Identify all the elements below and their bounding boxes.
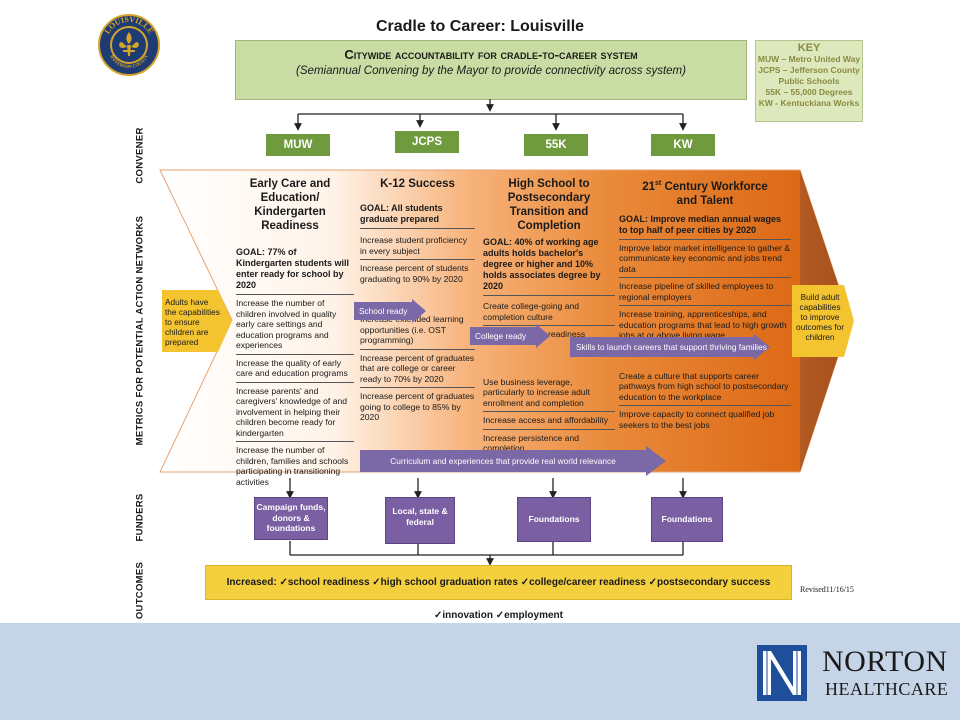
divider xyxy=(236,441,354,442)
footer-band: NORTON HEALTHCARE xyxy=(0,623,960,720)
metric-item: Improve capacity to connect qualified jo… xyxy=(619,409,775,430)
key-entry: MUW – Metro United Way xyxy=(757,54,861,64)
left-callout-text: Adults have the capabilities to ensure c… xyxy=(165,297,220,347)
metric-item: Increase percent of students graduating … xyxy=(360,263,469,284)
heading-part: and Talent xyxy=(676,194,734,207)
left-callout: Adults have the capabilities to ensure c… xyxy=(162,290,232,352)
page-title: Cradle to Career: Louisville xyxy=(375,18,585,35)
divider xyxy=(236,381,354,383)
column-heading: 21st Century Workforce and Talent xyxy=(619,177,791,208)
metric-item: Increase percent of graduates that are c… xyxy=(360,352,475,384)
funder-box: Local, state & federal xyxy=(385,497,455,544)
arrow-label: Skills to launch careers that support th… xyxy=(576,342,767,352)
right-callout: Build adult capabilities to improve outc… xyxy=(792,285,854,357)
metric-item: Increase the number of children, familie… xyxy=(236,445,349,487)
arrow-label: School ready xyxy=(359,306,408,316)
key-entry: Public Schools xyxy=(778,76,840,86)
heading-part: 21 xyxy=(642,180,656,193)
funder-box: Foundations xyxy=(651,497,723,542)
convener-muw: MUW xyxy=(266,134,330,156)
metric-item: Increase student proficiency in every su… xyxy=(360,235,468,256)
column-goal: GOAL: All students graduate prepared xyxy=(360,203,443,224)
skills-arrow: Skills to launch careers that support th… xyxy=(570,334,770,360)
metric-item: Use business leverage, particularly to i… xyxy=(483,376,590,408)
key-title: KEY xyxy=(797,42,821,54)
heading-part: Century Workforce xyxy=(661,180,768,193)
accountability-subheading: (Semiannual Convening by the Mayor to pr… xyxy=(296,65,686,77)
metric-item: Increase access and affordability xyxy=(483,415,608,425)
key-entry: 55K – 55,000 Degrees xyxy=(765,87,853,97)
column-goal: GOAL: Improve median annual wages to top… xyxy=(619,213,782,235)
outcomes-bar: Increased: ✓school readiness ✓high schoo… xyxy=(205,565,792,621)
funder-box: Foundations xyxy=(517,497,591,542)
funder-box: Campaign funds, donors & foundations xyxy=(254,497,328,540)
divider xyxy=(619,238,791,240)
revised-date: Revised11/16/15 xyxy=(800,585,854,594)
metric-item: Increase the quality of early care and e… xyxy=(236,357,348,379)
divider xyxy=(360,228,475,229)
sponsor-name: NORTON xyxy=(822,645,948,678)
accountability-heading: Citywide accountability for cradle-to-ca… xyxy=(344,47,638,62)
metric-item: Create a culture that supports career pa… xyxy=(619,370,789,402)
key-entry: KW - Kentuckiana Works xyxy=(758,98,860,108)
column-early-care: Early Care and Education/ Kindergarten R… xyxy=(236,177,354,487)
louisville-seal: LOUISVILLE JEFFERSON COUNTY xyxy=(98,14,160,76)
metric-item: Create college-going and completion cult… xyxy=(483,301,580,322)
divider xyxy=(483,411,615,412)
metric-item: Increase percent of graduates going to c… xyxy=(360,391,475,422)
school-ready-arrow: School ready xyxy=(354,299,426,323)
divider xyxy=(360,259,475,260)
column-heading: K-12 Success xyxy=(380,178,455,190)
arrow-label: College ready xyxy=(475,331,527,341)
key-box: KEY MUW – Metro United Way JCPS – Jeffer… xyxy=(755,40,863,122)
convener-55k: 55K xyxy=(524,134,588,156)
convener-jcps: JCPS xyxy=(395,131,459,153)
divider xyxy=(619,305,791,307)
row-label-metrics: METRICS FOR POTENTIAL ACTION NETWORKS xyxy=(134,215,146,446)
column-workforce: 21st Century Workforce and Talent GOAL: … xyxy=(619,177,791,430)
divider xyxy=(619,405,791,407)
metric-item: Increase pipeline of skilled employees t… xyxy=(619,281,774,302)
metric-item: Increase the number of children involved… xyxy=(236,298,337,350)
divider xyxy=(483,428,615,430)
divider xyxy=(236,353,354,355)
divider xyxy=(619,277,791,279)
college-ready-arrow: College ready xyxy=(470,324,550,348)
column-goal: GOAL: 77% of Kindergarten students will … xyxy=(236,247,350,290)
convener-kw: KW xyxy=(651,134,715,156)
sponsor-subname: HEALTHCARE xyxy=(825,679,949,699)
norton-logo-icon xyxy=(757,645,807,701)
divider xyxy=(360,387,475,388)
accountability-box: Citywide accountability for cradle-to-ca… xyxy=(235,40,747,100)
divider xyxy=(483,295,615,296)
metric-item: Increase training, apprenticeships, and … xyxy=(619,309,787,341)
right-callout-text: Build adult capabilities to improve outc… xyxy=(796,292,844,342)
arrow-label: Curriculum and experiences that provide … xyxy=(390,456,616,466)
curriculum-arrow: Curriculum and experiences that provide … xyxy=(360,446,666,476)
column-transition: High School to Postsecondary Transition … xyxy=(483,177,615,454)
metric-item: Improve labor market intelligence to gat… xyxy=(619,242,791,274)
metric-item: Increase persistence and completion xyxy=(483,432,580,454)
divider xyxy=(483,325,615,326)
divider xyxy=(236,294,354,295)
column-heading: High School to Postsecondary Transition … xyxy=(507,178,591,232)
heading-sup: st xyxy=(655,180,662,187)
column-heading: Early Care and Education/ Kindergarten R… xyxy=(249,178,331,232)
key-entry: JCPS – Jefferson County xyxy=(758,65,860,75)
metric-item: Increase parents' and caregivers' knowle… xyxy=(236,385,348,438)
row-label-convener: CONVENER xyxy=(134,127,146,184)
column-goal: GOAL: 40% of working age adults holds ba… xyxy=(483,237,601,291)
divider xyxy=(360,348,475,350)
